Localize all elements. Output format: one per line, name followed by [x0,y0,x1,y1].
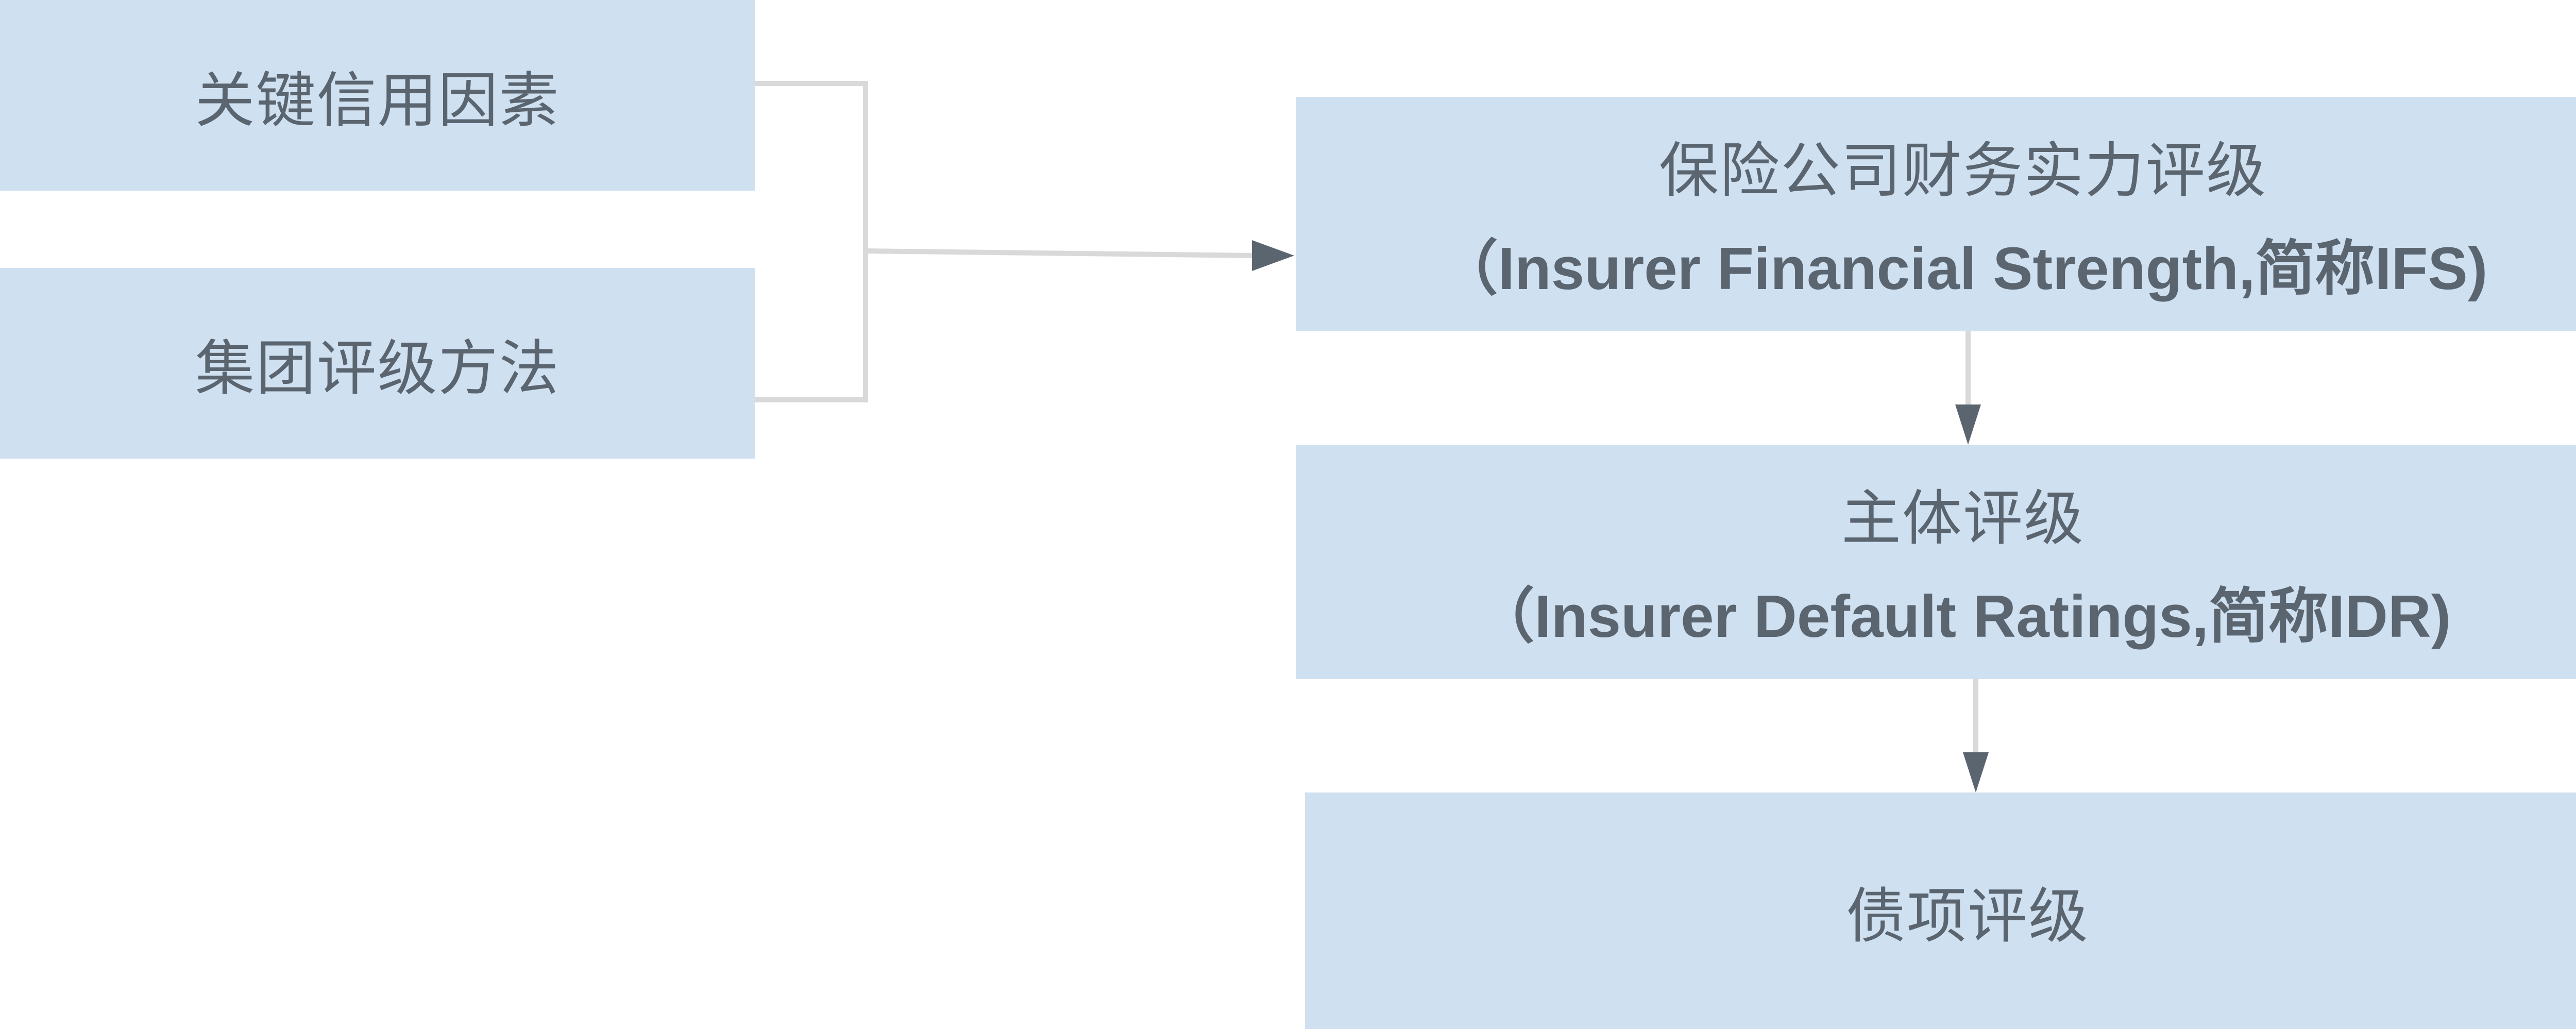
connector-bracket-to-ifs [862,248,1255,259]
connector-key-factors-to-bracket [752,81,868,254]
node-group-rating-method-label: 集团评级方法 [195,334,560,403]
node-key-credit-factors-label: 关键信用因素 [195,66,560,136]
node-debt-rating: 债项评级 [1305,792,2576,1029]
node-idr-rating-sublabel: （Insurer Default Ratings,简称IDR) [1475,582,2451,650]
node-ifs-rating: 保险公司财务实力评级 （Insurer Financial Strength,简… [1296,97,2576,331]
node-debt-rating-label: 债项评级 [1846,881,2089,951]
arrowhead-to-idr [1955,404,1981,445]
arrowhead-to-ifs [1252,240,1294,271]
node-idr-rating-label: 主体评级 [1841,483,2084,553]
node-ifs-rating-label: 保险公司财务实力评级 [1659,136,2267,206]
node-group-rating-method: 集团评级方法 [0,268,755,459]
connector-group-method-to-bracket [752,248,868,402]
node-key-credit-factors: 关键信用因素 [0,0,755,191]
node-idr-rating: 主体评级 （Insurer Default Ratings,简称IDR) [1296,445,2576,679]
node-ifs-rating-sublabel: （Insurer Financial Strength,简称IFS) [1438,234,2488,302]
arrowhead-to-debt [1963,752,1989,792]
